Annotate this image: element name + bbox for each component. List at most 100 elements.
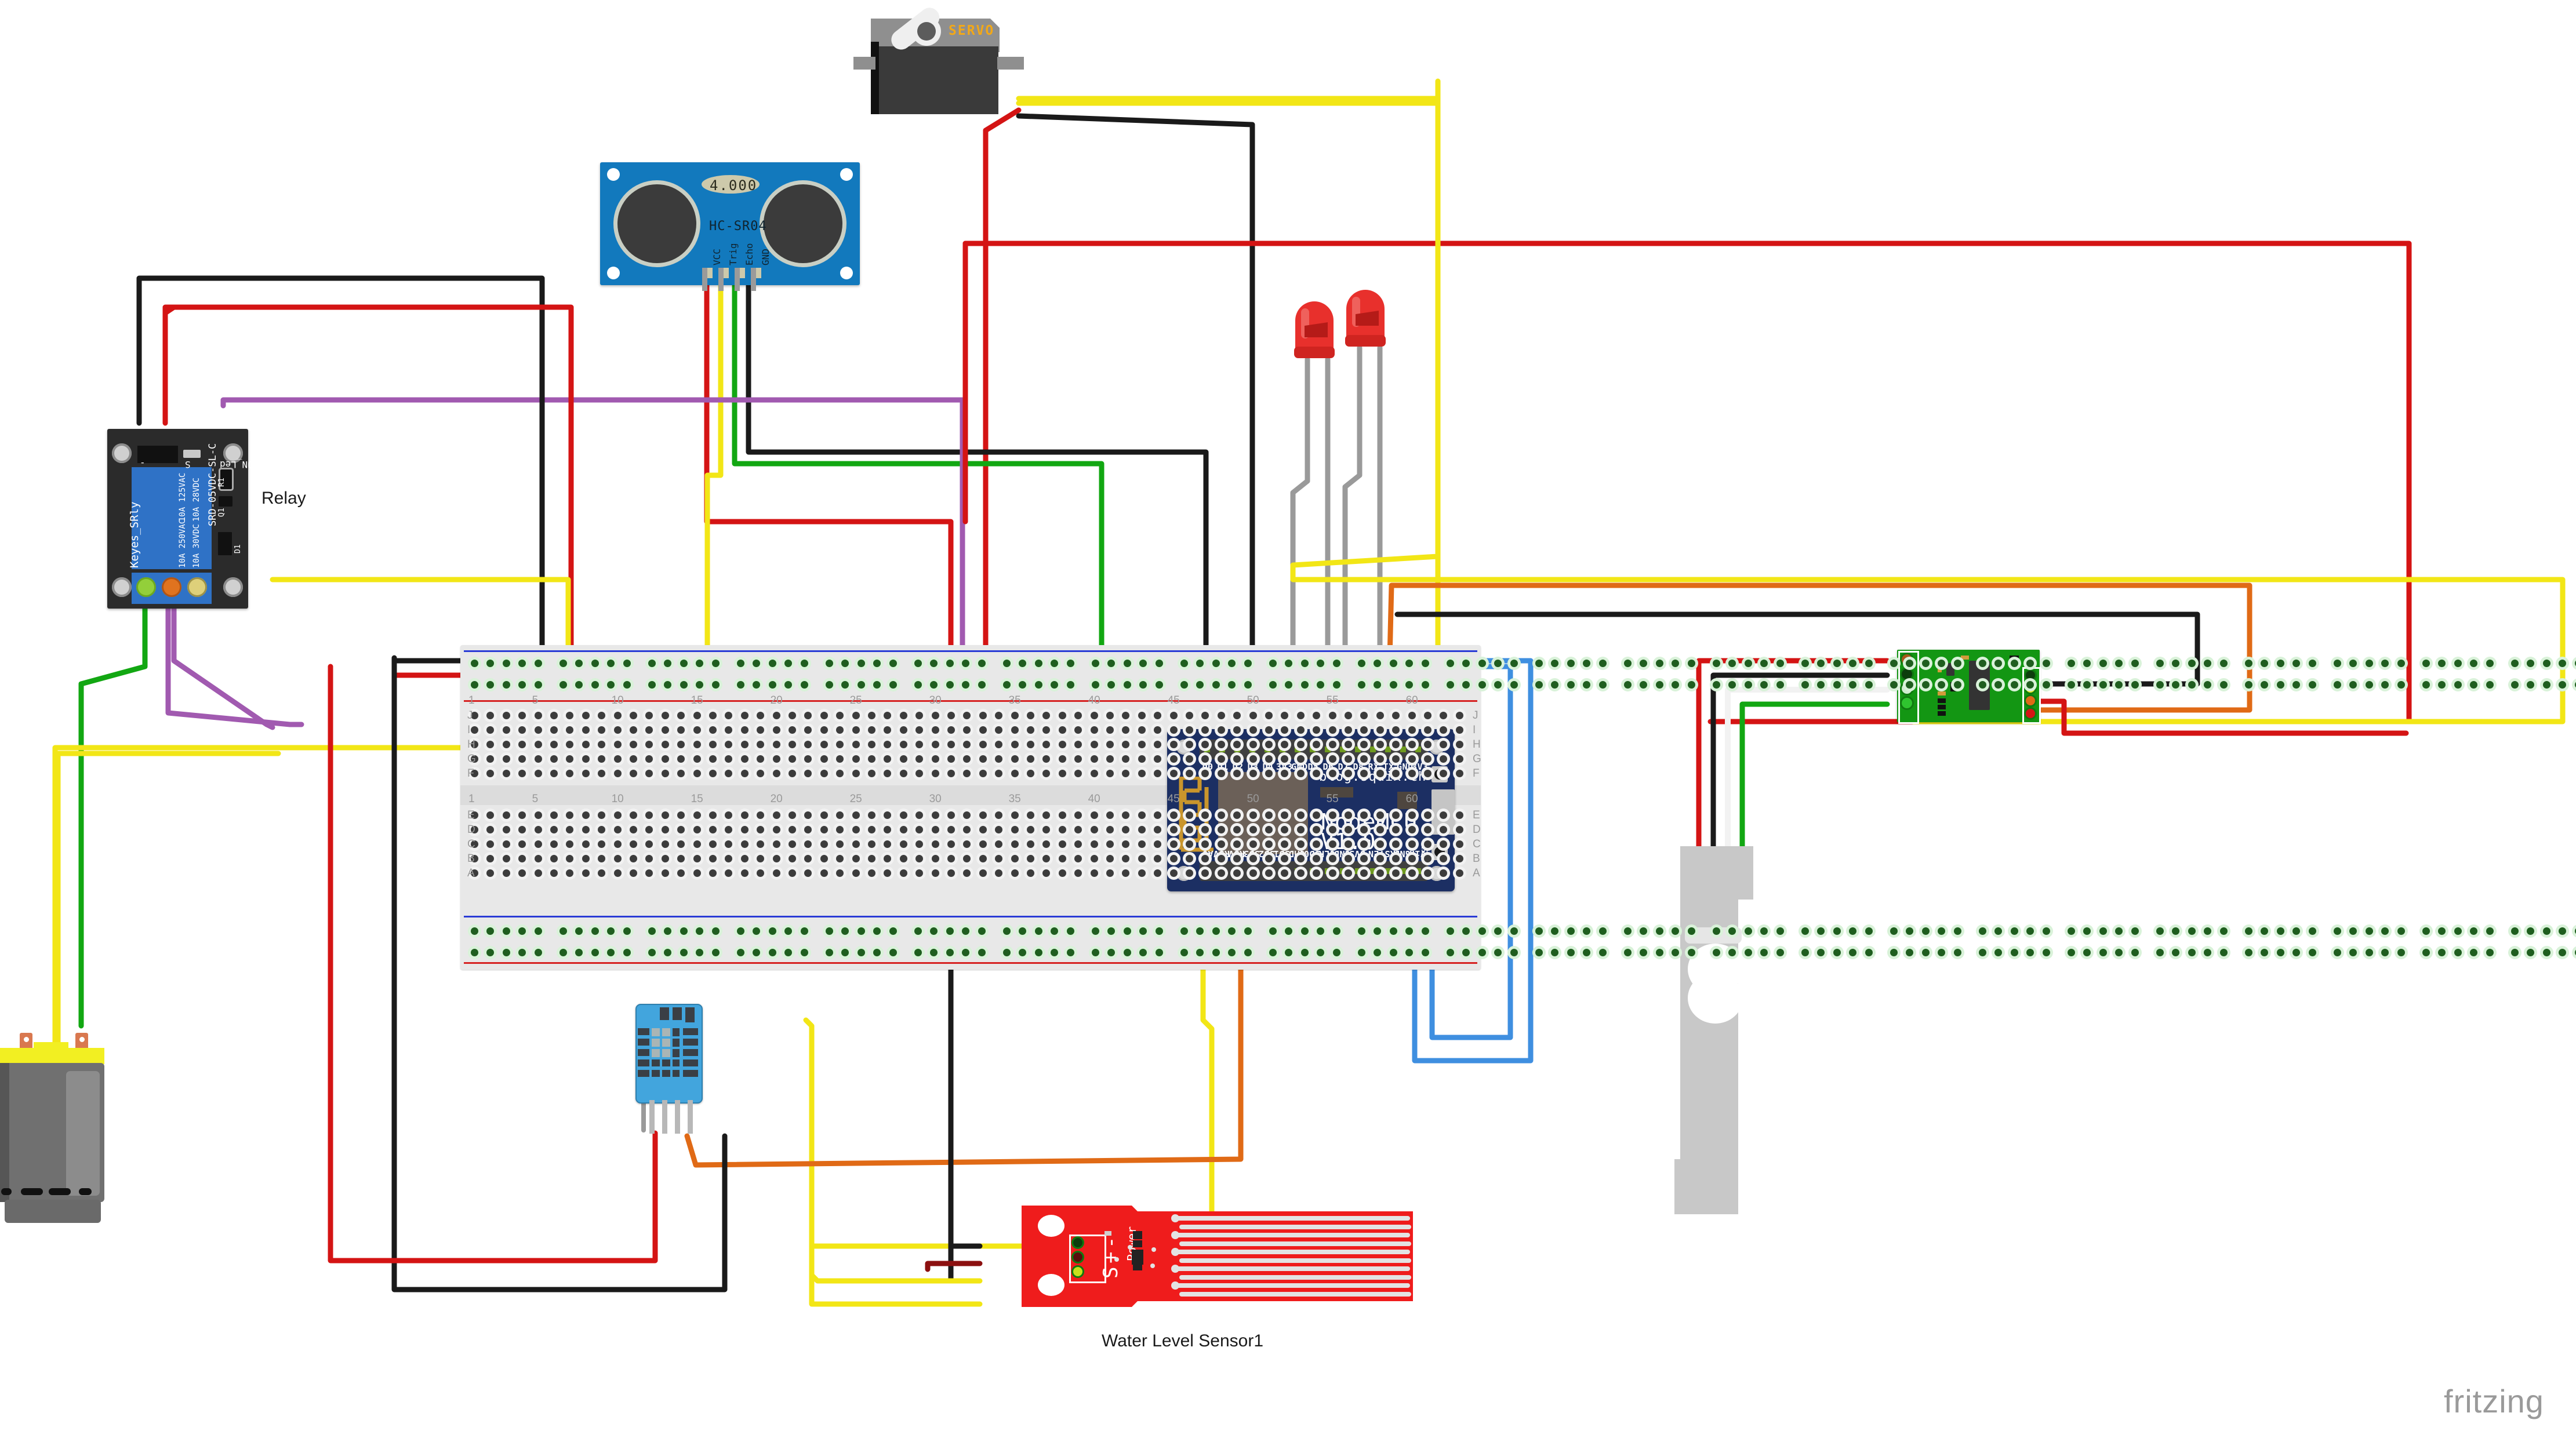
breadboard-hole[interactable] (630, 811, 637, 819)
breadboard-hole[interactable] (963, 755, 971, 763)
breadboard-rail-hole-neg-top[interactable] (486, 660, 495, 667)
breadboard-hole[interactable] (836, 869, 844, 877)
breadboard-hole[interactable] (1058, 869, 1066, 877)
breadboard-rail-hole-neg-top[interactable] (1405, 660, 1414, 667)
breadboard-hole[interactable] (1376, 869, 1384, 877)
breadboard-hole[interactable] (1122, 770, 1130, 777)
breadboard-hole[interactable] (963, 726, 971, 734)
breadboard-hole[interactable] (1011, 869, 1019, 877)
breadboard-rail-hole-neg-top[interactable] (1358, 660, 1365, 667)
breadboard-rail-hole-pos-bottom[interactable] (962, 949, 970, 956)
breadboard-hole[interactable] (1169, 869, 1178, 877)
mcu-pin-top-d0[interactable] (1204, 747, 1210, 752)
breadboard-hole[interactable] (1296, 811, 1305, 819)
breadboard-rail-hole-neg-top[interactable] (1389, 660, 1397, 667)
breadboard-rail-hole-pos-bottom[interactable] (737, 949, 744, 956)
breadboard-rail-hole-neg-top[interactable] (1849, 660, 1857, 667)
breadboard-hole[interactable] (630, 770, 637, 777)
breadboard-rail-hole-neg-bottom[interactable] (1155, 927, 1163, 935)
breadboard-hole[interactable] (661, 755, 669, 763)
breadboard-hole[interactable] (1122, 741, 1130, 748)
breadboard-hole[interactable] (1027, 855, 1034, 862)
breadboard-rail-hole-neg-top[interactable] (2470, 660, 2478, 667)
breadboard-hole[interactable] (1058, 840, 1066, 848)
breadboard-hole[interactable] (1360, 811, 1368, 819)
breadboard-rail-hole-neg-bottom[interactable] (2276, 927, 2284, 935)
breadboard-hole[interactable] (1027, 712, 1034, 719)
breadboard-rail-hole-pos-top[interactable] (2204, 681, 2212, 689)
breadboard-hole[interactable] (502, 741, 510, 748)
breadboard-hole[interactable] (1281, 869, 1289, 877)
breadboard-rail-hole-neg-top[interactable] (1535, 660, 1543, 667)
breadboard-rail-hole-pos-top[interactable] (889, 681, 897, 689)
breadboard-hole[interactable] (1058, 712, 1066, 719)
breadboard-hole[interactable] (582, 840, 590, 848)
servo-motor[interactable]: SERVO (852, 3, 1026, 116)
breadboard-rail-hole-neg-bottom[interactable] (2470, 927, 2478, 935)
breadboard-hole[interactable] (1408, 869, 1416, 877)
breadboard-rail-hole-pos-bottom[interactable] (1123, 949, 1131, 956)
breadboard-rail-hole-pos-bottom[interactable] (1300, 949, 1309, 956)
breadboard-hole[interactable] (836, 726, 844, 734)
breadboard-hole[interactable] (931, 770, 939, 777)
breadboard-hole[interactable] (931, 826, 939, 833)
breadboard-hole[interactable] (1296, 826, 1305, 833)
breadboard-rail-hole-pos-bottom[interactable] (1421, 949, 1429, 956)
hx711-pad-gnd[interactable] (2026, 671, 2035, 680)
breadboard-hole[interactable] (677, 755, 685, 763)
breadboard-rail-hole-pos-top[interactable] (1583, 681, 1591, 689)
breadboard-hole[interactable] (868, 755, 875, 763)
breadboard-hole[interactable] (534, 855, 542, 862)
breadboard-rail-hole-neg-bottom[interactable] (1744, 927, 1752, 935)
breadboard-hole[interactable] (757, 755, 765, 763)
breadboard-hole[interactable] (1138, 811, 1146, 819)
breadboard-hole[interactable] (1376, 811, 1384, 819)
breadboard-hole[interactable] (995, 712, 1003, 719)
relay-pin-header[interactable] (137, 446, 178, 463)
breadboard-hole[interactable] (979, 840, 987, 848)
breadboard-hole[interactable] (852, 840, 860, 848)
breadboard-rail-hole-pos-top[interactable] (534, 681, 542, 689)
breadboard-hole[interactable] (740, 726, 749, 734)
breadboard-hole[interactable] (1328, 712, 1336, 719)
breadboard-rail-hole-pos-top[interactable] (502, 681, 510, 689)
breadboard-rail-hole-pos-top[interactable] (1447, 681, 1454, 689)
breadboard-hole[interactable] (613, 726, 622, 734)
breadboard-rail-hole-neg-bottom[interactable] (1583, 927, 1591, 935)
breadboard-rail-hole-neg-bottom[interactable] (2083, 927, 2091, 935)
breadboard-rail-hole-neg-bottom[interactable] (1624, 927, 1632, 935)
breadboard-rail-hole-neg-bottom[interactable] (2156, 927, 2164, 935)
breadboard-hole[interactable] (582, 826, 590, 833)
breadboard-rail-hole-neg-top[interactable] (914, 660, 922, 667)
breadboard-hole[interactable] (852, 770, 860, 777)
breadboard-hole[interactable] (645, 869, 653, 877)
breadboard-hole[interactable] (947, 811, 955, 819)
breadboard-hole[interactable] (1328, 855, 1336, 862)
breadboard-rail-hole-neg-top[interactable] (1092, 660, 1099, 667)
breadboard-rail-hole-pos-bottom[interactable] (1890, 949, 1898, 956)
breadboard-rail-hole-pos-bottom[interactable] (1849, 949, 1857, 956)
breadboard-hole[interactable] (915, 726, 924, 734)
breadboard-hole[interactable] (709, 741, 717, 748)
breadboard-rail-hole-pos-bottom[interactable] (680, 949, 688, 956)
mcu-pin-top-d3[interactable] (1249, 747, 1255, 752)
breadboard-hole[interactable] (693, 755, 701, 763)
breadboard-rail-hole-pos-bottom[interactable] (711, 949, 720, 956)
breadboard-hole[interactable] (1345, 826, 1352, 833)
breadboard-hole[interactable] (1360, 755, 1368, 763)
breadboard-rail-hole-pos-top[interactable] (559, 681, 567, 689)
breadboard-hole[interactable] (1186, 855, 1193, 862)
breadboard-rail-hole-pos-top[interactable] (696, 681, 704, 689)
breadboard-rail-hole-neg-bottom[interactable] (889, 927, 897, 935)
breadboard-rail-hole-pos-top[interactable] (623, 681, 631, 689)
breadboard-hole[interactable] (1296, 741, 1305, 748)
breadboard-rail-hole-pos-bottom[interactable] (1332, 949, 1340, 956)
breadboard-rail-hole-pos-top[interactable] (2527, 681, 2535, 689)
breadboard-hole[interactable] (486, 826, 495, 833)
breadboard-rail-hole-pos-bottom[interactable] (768, 949, 776, 956)
breadboard-rail-hole-pos-top[interactable] (1003, 681, 1011, 689)
breadboard-hole[interactable] (550, 869, 558, 877)
breadboard-hole[interactable] (709, 712, 717, 719)
breadboard-rail-hole-neg-top[interactable] (518, 660, 526, 667)
breadboard-hole[interactable] (1424, 712, 1431, 719)
